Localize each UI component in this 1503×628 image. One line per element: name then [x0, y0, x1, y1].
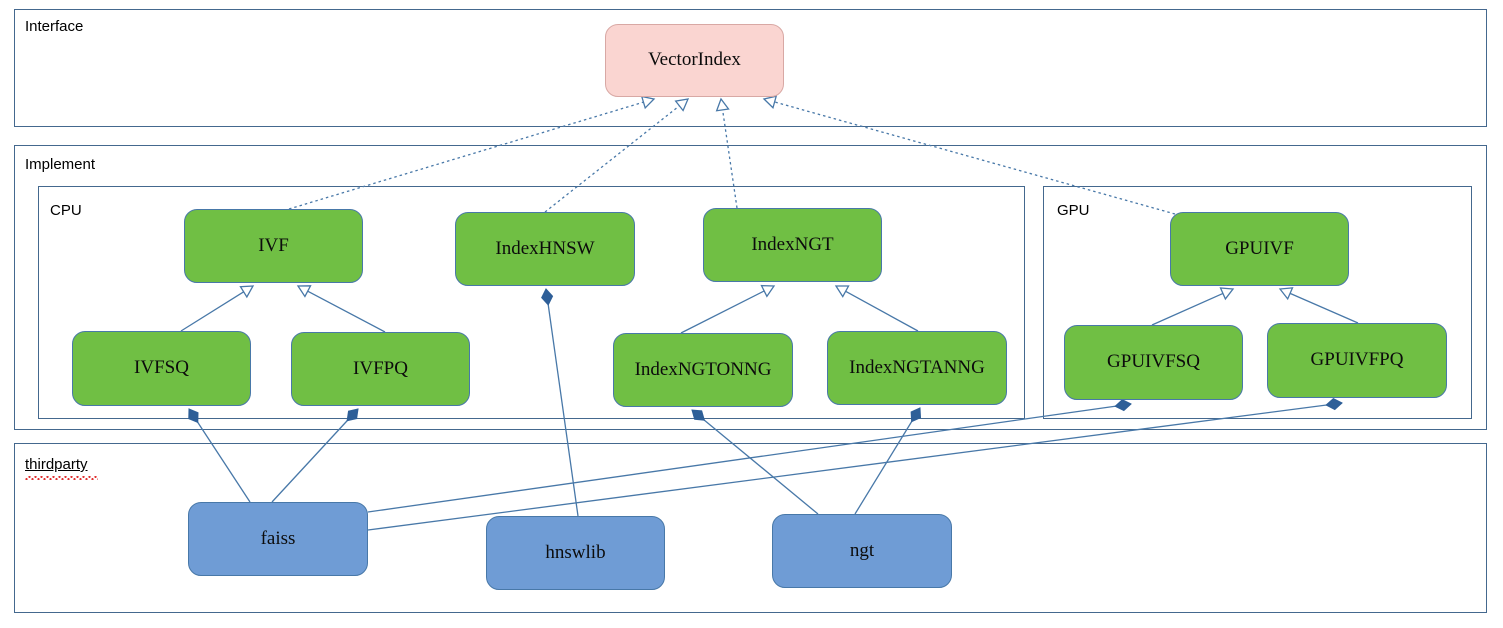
node-gpuivfsq[interactable]: GPUIVFSQ: [1064, 325, 1243, 400]
group-box-interface: [14, 9, 1487, 127]
node-indexhnsw[interactable]: IndexHNSW: [455, 212, 635, 286]
node-label-indexngt: IndexNGT: [751, 233, 834, 255]
node-indexngtonng[interactable]: IndexNGTONNG: [613, 333, 793, 407]
node-label-gpuivfpq: GPUIVFPQ: [1310, 349, 1404, 371]
node-hnswlib[interactable]: hnswlib: [486, 516, 665, 590]
node-label-ivfsq: IVFSQ: [134, 357, 189, 379]
node-label-gpuivf: GPUIVF: [1225, 237, 1294, 259]
node-label-indexngtonng: IndexNGTONNG: [634, 358, 772, 380]
node-gpuivfpq[interactable]: GPUIVFPQ: [1267, 323, 1447, 398]
node-vectorindex[interactable]: VectorIndex: [605, 24, 784, 97]
group-label-thirdparty: thirdparty: [25, 456, 88, 473]
node-ivfsq[interactable]: IVFSQ: [72, 331, 251, 406]
node-label-indexhnsw: IndexHNSW: [495, 237, 595, 259]
node-label-hnswlib: hnswlib: [545, 541, 606, 563]
node-indexngt[interactable]: IndexNGT: [703, 208, 882, 282]
node-label-faiss: faiss: [260, 527, 296, 549]
group-label-implement: Implement: [25, 156, 96, 173]
group-label-gpu: GPU: [1057, 202, 1090, 219]
node-label-indexngtanng: IndexNGTANNG: [849, 356, 985, 378]
group-label-cpu: CPU: [50, 202, 82, 219]
node-ngt[interactable]: ngt: [772, 514, 952, 588]
node-label-vectorindex: VectorIndex: [648, 49, 741, 71]
group-label-interface: Interface: [25, 18, 84, 35]
node-gpuivf[interactable]: GPUIVF: [1170, 212, 1349, 286]
node-label-ivfpq: IVFPQ: [353, 357, 408, 379]
node-ivf[interactable]: IVF: [184, 209, 363, 283]
node-label-gpuivfsq: GPUIVFSQ: [1107, 351, 1200, 373]
node-faiss[interactable]: faiss: [188, 502, 368, 576]
node-label-ngt: ngt: [849, 539, 875, 561]
spellcheck-squiggle-thirdparty: [25, 476, 98, 480]
node-label-ivf: IVF: [258, 234, 289, 256]
node-indexngtanng[interactable]: IndexNGTANNG: [827, 331, 1007, 405]
node-ivfpq[interactable]: IVFPQ: [291, 332, 470, 406]
